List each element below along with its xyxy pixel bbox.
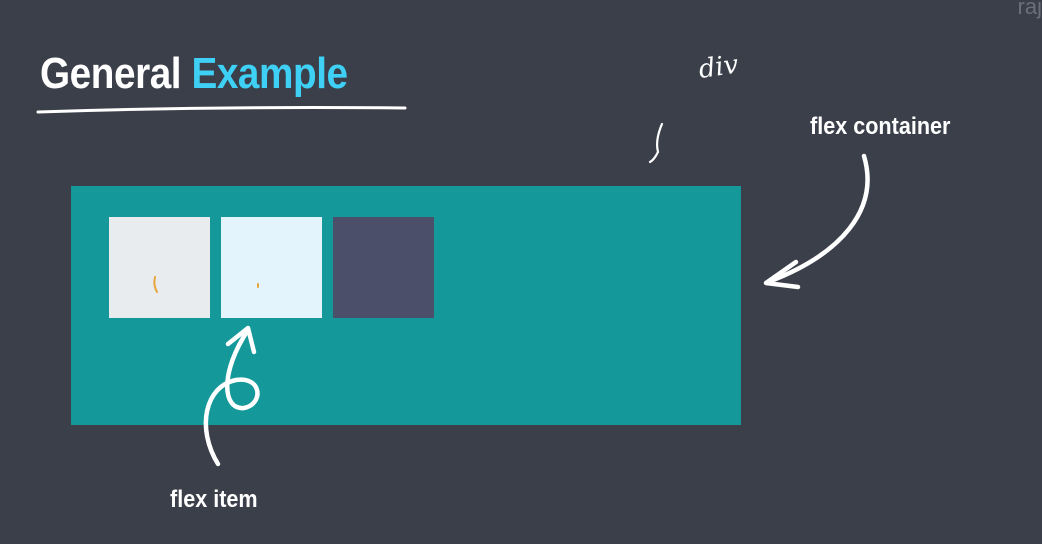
slide-title: General Example — [40, 52, 348, 96]
handwritten-brace-stroke — [648, 122, 664, 164]
handwritten-div-note: div — [697, 50, 741, 85]
title-word-example: Example — [191, 49, 348, 98]
flex-item-1 — [109, 217, 210, 318]
flex-item-3 — [333, 217, 434, 318]
flex-container-box — [71, 186, 741, 425]
title-underline — [36, 106, 407, 114]
flex-container-arrow — [765, 153, 870, 285]
corner-watermark-text: raj — [1017, 0, 1042, 19]
flex-item-2 — [221, 217, 322, 318]
title-word-general: General — [40, 49, 182, 98]
flex-item-label: flex item — [170, 486, 258, 513]
flex-container-label: flex container — [810, 113, 951, 140]
flex-container-arrowhead — [763, 259, 801, 290]
